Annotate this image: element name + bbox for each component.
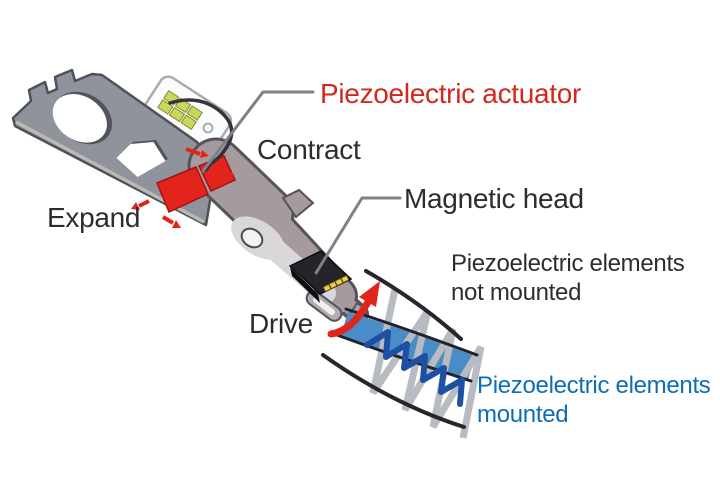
label-elements-mounted: Piezoelectric elements mounted bbox=[477, 372, 711, 428]
piezo-element-left bbox=[156, 166, 209, 214]
magnetic-head-chip bbox=[288, 250, 353, 303]
suspension-arm bbox=[187, 137, 369, 325]
lightening-hole bbox=[116, 140, 168, 177]
label-expand: Expand bbox=[47, 202, 141, 233]
beam-hole bbox=[240, 227, 264, 249]
label-drive: Drive bbox=[249, 308, 313, 339]
leader-line-magnetic-head bbox=[314, 196, 402, 275]
track-arc-lower bbox=[321, 353, 466, 429]
flex-wire bbox=[168, 98, 234, 172]
label-magnetic-head: Magnetic head bbox=[404, 183, 584, 214]
track-arc-upper bbox=[364, 269, 463, 341]
flex-hole bbox=[202, 122, 214, 134]
boss-hole bbox=[52, 91, 113, 145]
expand-arrow-icon bbox=[131, 199, 181, 228]
vibration-zigzag-gray bbox=[369, 288, 485, 439]
vibration-wave-blue bbox=[364, 329, 465, 407]
hinge-step bbox=[281, 188, 315, 219]
head-gold-pads bbox=[322, 274, 350, 293]
label-contract: Contract bbox=[257, 134, 361, 165]
drive-arrow-icon bbox=[327, 281, 380, 338]
label-piezoelectric-actuator: Piezoelectric actuator bbox=[320, 78, 582, 109]
label-elements-not-mounted: Piezoelectric elements not mounted bbox=[451, 250, 685, 306]
contract-arrow-icon bbox=[185, 147, 235, 177]
track-band bbox=[335, 288, 485, 439]
leader-line-actuator bbox=[201, 90, 315, 173]
